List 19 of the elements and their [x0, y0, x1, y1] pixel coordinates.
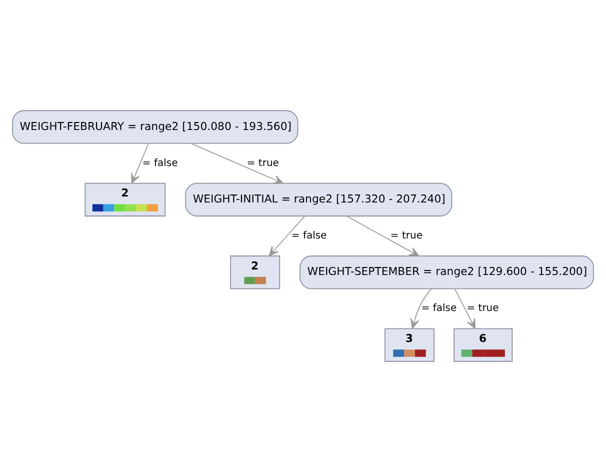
edge-label: = true	[390, 230, 422, 242]
edge-label: = false	[291, 230, 327, 242]
arrow	[190, 142, 284, 184]
node-box: 6	[454, 328, 513, 362]
arrow	[268, 216, 305, 256]
arrow	[410, 288, 432, 329]
node-box: 3	[384, 328, 434, 362]
arrow	[454, 288, 476, 329]
edge-label: = true	[466, 303, 499, 314]
arrow	[131, 143, 149, 184]
node-box: 2	[230, 256, 280, 290]
node-box: 2	[84, 182, 166, 216]
edge-label: = false	[142, 158, 178, 169]
node-box: WEIGHT-FEBRUARY = range2 [150.080 - 193.560]	[12, 110, 298, 144]
edge-label: = true	[246, 158, 279, 169]
arrow	[346, 216, 420, 256]
node-box: WEIGHT-INITIAL = range2 [157.320 - 207.240]	[185, 182, 452, 216]
edge-label: = false	[421, 303, 457, 314]
node-box: WEIGHT-SEPTEMBER = range2 [129.600 - 155.200]	[300, 256, 594, 290]
